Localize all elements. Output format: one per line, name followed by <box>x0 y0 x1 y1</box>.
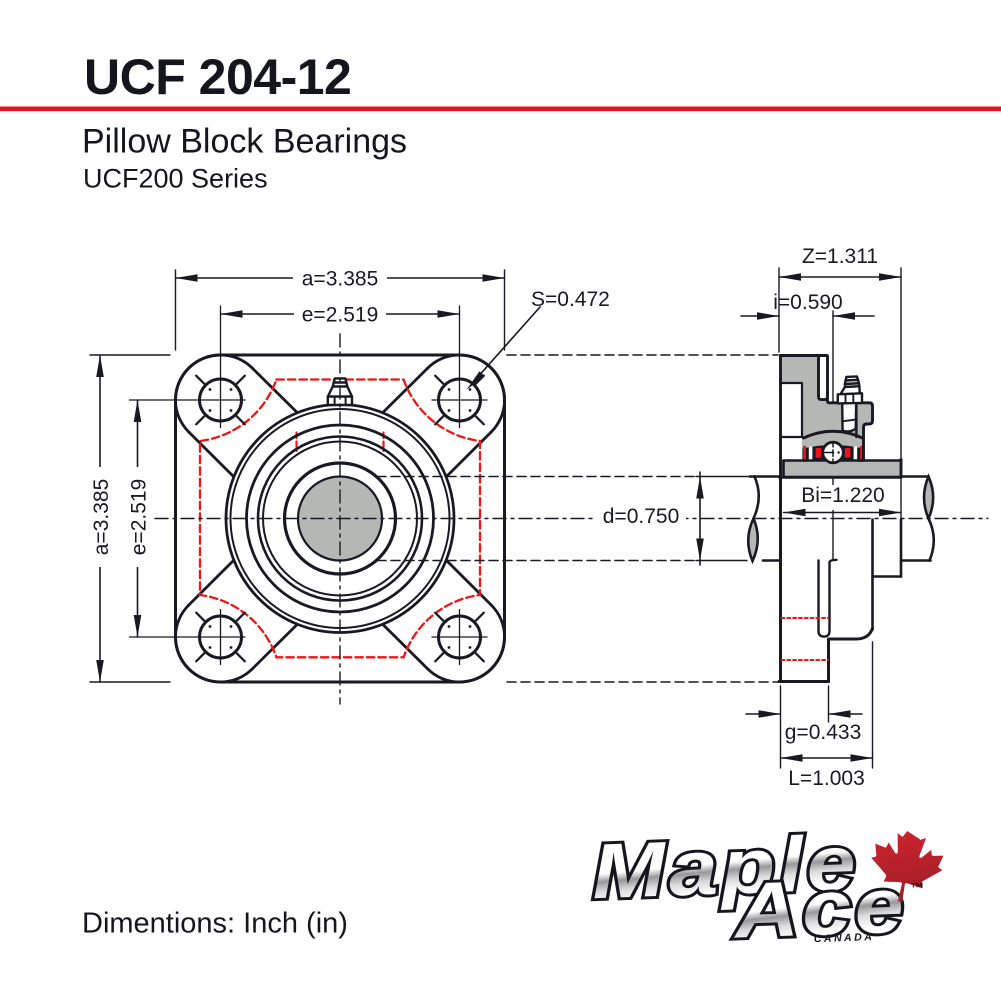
housing-outline <box>778 354 903 479</box>
dim-z: Z=1.311 <box>778 245 902 281</box>
dim-label-a-top: a=3.385 <box>302 268 379 291</box>
product-line-subtitle: Pillow Block Bearings <box>82 123 407 161</box>
title-red-rule <box>0 106 1001 112</box>
grease-zerk-front <box>326 377 354 407</box>
units-note: Dimentions: Inch (in) <box>82 908 348 940</box>
logo-word-ace: Ace <box>731 861 908 954</box>
dim-a-top: a=3.385 <box>174 263 506 351</box>
dim-e-left: e=2.519 <box>124 399 152 638</box>
hidden-bolt-hole-red <box>780 617 829 661</box>
hidden-back-square-red <box>198 378 482 659</box>
diagonal-ribs <box>187 366 493 671</box>
housing-lower-outline <box>777 476 903 683</box>
bolt-hole-center-dots <box>208 388 472 649</box>
dim-label-g: g=0.433 <box>785 721 862 744</box>
logo-trademark: ™ <box>910 879 925 895</box>
housing-section-gray <box>780 354 901 477</box>
bolt-hole-centerlines <box>128 305 488 666</box>
bolt-holes <box>128 305 488 666</box>
title-block: UCF 204-12 Pillow Block Bearings UCF200 … <box>0 49 1001 194</box>
maple-leaf-icon <box>871 830 944 902</box>
dim-label-s: S=0.472 <box>531 288 610 311</box>
dim-l: L=1.003 <box>779 754 874 790</box>
grease-zerk-side <box>836 375 864 433</box>
series-subtitle: UCF200 Series <box>83 164 268 194</box>
zerk-side-hex <box>836 392 864 405</box>
ball-crosshair <box>822 442 840 463</box>
dim-label-e-top: e=2.519 <box>302 304 379 327</box>
logo-country: CANADA <box>814 931 875 945</box>
dim-label-i: i=0.590 <box>773 291 842 314</box>
side-view <box>695 267 936 769</box>
logo-word-maple: Maple <box>591 819 861 915</box>
dim-s-leader: S=0.472 <box>466 288 610 390</box>
brand-logo: Maple Ace ™ CANADA <box>587 815 944 958</box>
dim-bi: Bi=1.220 <box>782 484 902 517</box>
dim-d: d=0.750 <box>596 471 704 566</box>
reference-lines <box>154 333 989 705</box>
dim-a-left: a=3.385 <box>87 354 171 683</box>
dim-label-l: L=1.003 <box>788 767 865 790</box>
page-title: UCF 204-12 <box>84 49 351 105</box>
zerk-side-shank <box>841 401 858 433</box>
dim-label-d: d=0.750 <box>603 505 680 528</box>
housing-face-notch <box>781 383 802 461</box>
dim-label-bi: Bi=1.220 <box>801 484 885 507</box>
dim-label-e-left: e=2.519 <box>128 479 151 556</box>
shaft-break-right <box>922 473 935 522</box>
housing-face-slot <box>818 356 828 399</box>
shaft-break-left <box>746 515 760 565</box>
dim-e-top: e=2.519 <box>219 299 461 327</box>
shaft <box>695 473 936 565</box>
dim-label-a-left: a=3.385 <box>90 479 113 556</box>
dim-g: g=0.433 <box>745 710 863 744</box>
front-view: a=3.385 e=2.519 a=3.385 e=2.519 <box>87 263 610 684</box>
dim-i: i=0.590 <box>740 291 875 320</box>
dim-label-z: Z=1.311 <box>802 245 878 268</box>
projection-lines <box>376 354 779 683</box>
side-view-dimensions: Z=1.311 i=0.590 Bi=1.220 d=0.750 <box>596 245 902 790</box>
corner-boss-arcs <box>174 353 506 684</box>
